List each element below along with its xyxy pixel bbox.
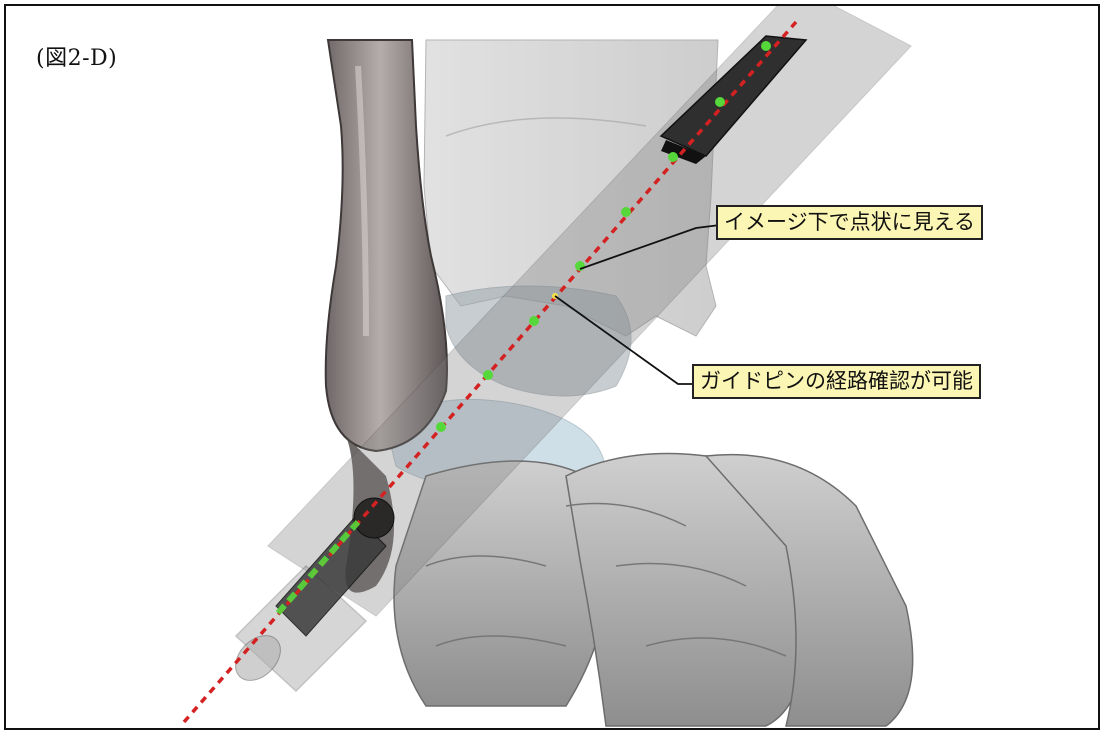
- marker-dot: [761, 41, 771, 51]
- callout-dotted-view: イメージ下で点状に見える: [716, 205, 983, 240]
- callout-pin-path: ガイドピンの経路確認が可能: [692, 364, 981, 399]
- marker-dot: [715, 97, 725, 107]
- marker-dot: [668, 152, 678, 162]
- figure-frame: (図2-D) イメージ下で点状に見える ガイドピンの経路確認が可能: [4, 4, 1100, 730]
- marker-dot: [483, 370, 493, 380]
- marker-dot: [575, 261, 585, 271]
- marker-dot: [529, 316, 539, 326]
- marker-dot: [621, 207, 631, 217]
- figure-label: (図2-D): [36, 40, 117, 72]
- marker-dot: [436, 422, 446, 432]
